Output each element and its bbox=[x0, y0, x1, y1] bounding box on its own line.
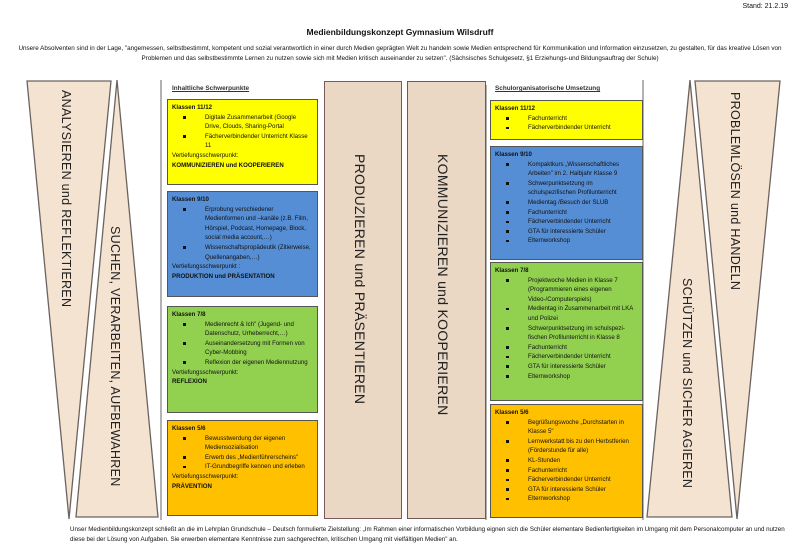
org-box-7-8: Klassen 7/8 Projektwoche Medien in Klass… bbox=[490, 262, 643, 401]
page-title: Medienbildungskonzept Gymnasium Wilsdruf… bbox=[306, 27, 494, 37]
vs-value: KOMMUNIZIEREN und KOOPERIEREN bbox=[172, 161, 284, 169]
vs-value: PRÄVENTION bbox=[172, 482, 212, 490]
vs-value: REFLEXION bbox=[172, 378, 207, 386]
list-item: Reflexion der eigenen Mediennutzung bbox=[183, 358, 313, 368]
list-item: Fachunterricht bbox=[506, 343, 638, 353]
list-item: Fachunterricht bbox=[506, 114, 638, 124]
inhalt-box-7-8: Klassen 7/8 Medienrecht & Ich" (Jugend- … bbox=[167, 306, 318, 413]
list-item: Elternworkshop bbox=[506, 236, 638, 246]
list-item: Auseinandersetzung mit Formen von Cyber-… bbox=[183, 339, 313, 358]
list-item: Begrüßungswoche „Durchstarten in Klasse … bbox=[506, 418, 638, 437]
list-item: KL-Stunden bbox=[506, 456, 638, 466]
vs-label: Vertiefungsschwerpunkt: bbox=[172, 151, 239, 159]
list-item: IT-Grundbegriffe kennen und erleben bbox=[183, 462, 313, 472]
heading-organisatorisch: Schulorganisatorische Umsetzung bbox=[495, 85, 601, 92]
vs-value: PRODUKTION und PRÄSENTATION bbox=[172, 272, 275, 280]
klasse-label: Klassen 9/10 bbox=[172, 196, 209, 203]
list-item: Lernwerkstatt bis zu den Herbstferien (F… bbox=[506, 437, 638, 456]
list-item: Fächerverbindender Unterricht bbox=[506, 475, 638, 485]
list-item: Bewusstwerdung der eigenen Mediensoziali… bbox=[183, 434, 313, 453]
date-stamp: Stand: 21.2.19 bbox=[742, 3, 788, 10]
label-produzieren: PRODUZIEREN und PRÄSENTIEREN bbox=[352, 154, 368, 405]
list-item: Fächerverbindender Unterricht Klasse 11 bbox=[183, 132, 313, 151]
list-item: Fächerverbindender Unterricht bbox=[506, 123, 638, 133]
label-schuetzen: SCHÜTZEN und SICHER AGIEREN bbox=[680, 278, 694, 489]
list-item: Schwerpunktsetzung im schulspezi-fischen… bbox=[506, 324, 638, 343]
list-item: Kompaktkurs „Wissenschaftliches Arbeiten… bbox=[506, 160, 638, 179]
klasse-label: Klassen 11/12 bbox=[172, 104, 212, 111]
vs-label: Vertiefungsschwerpunkt: bbox=[172, 472, 239, 480]
box-kommunizieren: KOMMUNIZIEREN und KOOPERIEREN bbox=[407, 81, 486, 519]
list-item: GTA für interessierte Schüler bbox=[506, 227, 638, 237]
vs-label: Vertiefungsschwerpunkt : bbox=[172, 263, 241, 271]
shape-suchen bbox=[75, 79, 159, 518]
klasse-label: Klassen 11/12 bbox=[495, 105, 535, 112]
list-item: Schwerpunktsetzung im schulspezifischen … bbox=[506, 179, 638, 198]
org-box-5-6: Klassen 5/6 Begrüßungswoche „Durchstarte… bbox=[490, 404, 643, 518]
label-suchen: SUCHEN, VERARBEITEN, AUFBEWAHREN bbox=[108, 226, 122, 487]
label-problemloesen: PROBLEMLÖSEN und HANDELN bbox=[728, 92, 742, 291]
klasse-label: Klassen 7/8 bbox=[495, 267, 529, 274]
shape-analysieren bbox=[26, 80, 112, 520]
inhalt-box-9-10: Klassen 9/10 Erprobung verschiedener Med… bbox=[167, 191, 318, 297]
inhalt-box-5-6: Klassen 5/6 Bewusstwerdung der eigenen M… bbox=[167, 420, 318, 516]
klasse-label: Klassen 7/8 bbox=[172, 311, 206, 318]
list-item: Medientag /Besuch der SLUB bbox=[506, 198, 638, 208]
list-item: Fachunterricht bbox=[506, 466, 638, 476]
list-item: Erprobung verschiedener Medienformen und… bbox=[183, 205, 313, 243]
list-item: Digitale Zusammenarbeit (Google Drive, C… bbox=[183, 113, 313, 132]
list-item: Elternworkshop bbox=[506, 494, 638, 504]
inhalt-box-11-12: Klassen 11/12 Digitale Zusammenarbeit (G… bbox=[167, 99, 318, 185]
vs-label: Vertiefungsschwerpunkt: bbox=[172, 368, 239, 376]
shape-schuetzen bbox=[646, 79, 733, 518]
intro-paragraph: Unsere Absolventen sind in der Lage, "an… bbox=[18, 45, 782, 62]
label-analysieren: ANALYSIEREN und REFLEKTIEREN bbox=[59, 90, 73, 308]
list-item: Wissenschaftspropädeutik (Zitierweise, Q… bbox=[183, 243, 313, 262]
heading-inhaltlich: Inhaltliche Schwerpunkte bbox=[172, 85, 250, 92]
org-box-9-10: Klassen 9/10 Kompaktkurs „Wissenschaftli… bbox=[490, 146, 643, 260]
label-kommunizieren: KOMMUNIZIEREN und KOOPERIEREN bbox=[435, 154, 451, 416]
list-item: Projektwoche Medien in Klasse 7 (Program… bbox=[506, 276, 638, 305]
list-item: Erwerb des „Medienführerscheins" bbox=[183, 453, 313, 463]
klasse-label: Klassen 5/6 bbox=[495, 409, 529, 416]
shape-problemloesen bbox=[694, 80, 781, 520]
list-item: Medienrecht & Ich" (Jugend- und Datensch… bbox=[183, 320, 313, 339]
list-item: Fächerverbindender Unterricht bbox=[506, 352, 638, 362]
list-item: Fächerverbindender Unterricht bbox=[506, 217, 638, 227]
list-item: GTA für interessierte Schüler bbox=[506, 485, 638, 495]
footer-paragraph: Unser Medienbildungskonzept schließt an … bbox=[70, 526, 785, 543]
list-item: Fachunterricht bbox=[506, 208, 638, 218]
box-produzieren: PRODUZIEREN und PRÄSENTIEREN bbox=[324, 81, 402, 519]
klasse-label: Klassen 5/6 bbox=[172, 425, 206, 432]
klasse-label: Klassen 9/10 bbox=[495, 151, 532, 158]
list-item: GTA für interessierte Schüler bbox=[506, 362, 638, 372]
list-item: Medientag in Zusammenarbeit mit LKA und … bbox=[506, 304, 638, 323]
list-item: Elternworkshop bbox=[506, 372, 638, 382]
